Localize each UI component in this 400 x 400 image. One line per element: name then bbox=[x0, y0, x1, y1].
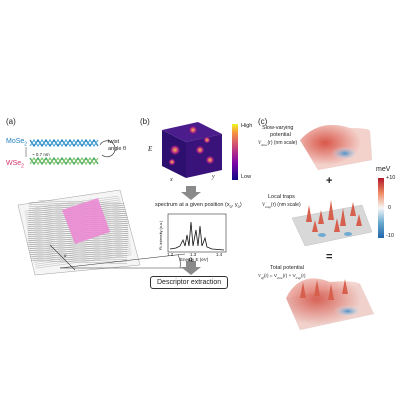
axis-y-label: y bbox=[212, 174, 215, 180]
moire-length-label: a bbox=[64, 254, 67, 259]
intensity-colorbar bbox=[232, 124, 238, 180]
spectrum-line bbox=[169, 221, 225, 251]
colorbar-high-label: High bbox=[241, 123, 253, 129]
data-cube bbox=[162, 122, 222, 178]
lattice-line bbox=[27, 258, 127, 262]
xtick-2: 1.4 bbox=[216, 252, 223, 257]
theta-arc bbox=[177, 254, 181, 269]
lattice-line bbox=[27, 248, 128, 252]
axis-e-label: E bbox=[148, 145, 153, 153]
spectrum-caption: spectrum at a given position (x0, y0) bbox=[155, 202, 242, 210]
moire-cell bbox=[62, 198, 110, 244]
down-arrow-icon bbox=[181, 261, 201, 275]
potential-colorbar bbox=[378, 178, 384, 238]
moire-lattice bbox=[17, 189, 141, 276]
down-arrow-icon bbox=[181, 186, 201, 200]
traps-title: Local traps bbox=[268, 194, 295, 200]
lattice-line bbox=[27, 246, 128, 250]
xtick-0: 1.2 bbox=[167, 252, 174, 257]
mose2-chain bbox=[29, 138, 99, 148]
layer-spacing-label: ~ 0.7 nm bbox=[32, 152, 50, 157]
lattice-line bbox=[24, 197, 124, 212]
lattice-line bbox=[24, 195, 124, 210]
slow-potential-surface bbox=[300, 124, 372, 170]
equals-sign: = bbox=[326, 251, 333, 263]
theta-line-2 bbox=[59, 253, 186, 269]
axis-x-label: x bbox=[170, 177, 173, 183]
spectrum-xlabel: Energy E (eV) bbox=[180, 257, 209, 262]
panel-a-letter: (a) bbox=[6, 117, 16, 126]
lattice-line bbox=[31, 248, 131, 263]
slow-title-2: potential bbox=[270, 132, 291, 138]
total-potential-surface bbox=[286, 278, 374, 330]
twist-label: twist bbox=[108, 139, 119, 145]
slow-formula: Vslow(r) (nm scale) bbox=[258, 140, 298, 147]
colorbar-tick-plus10: +10 bbox=[386, 175, 396, 181]
lattice-line bbox=[26, 260, 127, 264]
lattice-line bbox=[29, 200, 130, 204]
descriptor-extraction-button[interactable]: Descriptor extraction bbox=[150, 276, 229, 289]
lattice-line bbox=[27, 244, 128, 248]
spectrum-plot-frame bbox=[167, 213, 227, 253]
colorbar-tick-minus10: -10 bbox=[386, 233, 394, 239]
lattice-line bbox=[27, 252, 128, 256]
lattice-line bbox=[29, 202, 129, 206]
slow-title-1: Slow-varying bbox=[262, 125, 294, 131]
total-title: Total potential bbox=[270, 265, 304, 271]
wse2-label: WSe2 bbox=[6, 160, 24, 170]
panel-b-letter: (b) bbox=[140, 117, 150, 126]
total-formula: Veff(r) = Vslow(r) + Vtrap(r) bbox=[258, 273, 306, 280]
wse2-chain bbox=[29, 156, 99, 166]
colorbar-low-label: Low bbox=[241, 174, 252, 180]
moire-length-bar bbox=[49, 244, 76, 271]
lattice-line bbox=[32, 252, 132, 267]
lattice-line bbox=[27, 242, 128, 246]
traps-formula: Vtrap(r) (nm scale) bbox=[262, 202, 301, 209]
twist-angle-label: angle θ bbox=[108, 146, 127, 152]
lattice-line bbox=[32, 250, 132, 265]
traps-surface bbox=[291, 200, 373, 247]
mose2-label: MoSe2 bbox=[6, 138, 28, 148]
plus-sign: + bbox=[326, 175, 333, 187]
lattice-line bbox=[27, 250, 128, 254]
panel-c-letter: (c) bbox=[258, 117, 268, 126]
lattice-line bbox=[27, 256, 128, 260]
colorbar-unit-label: meV bbox=[376, 166, 391, 173]
colorbar-tick-0: 0 bbox=[388, 205, 392, 211]
xtick-1: 1.3 bbox=[190, 252, 197, 257]
lattice-line bbox=[32, 254, 132, 269]
lattice-line bbox=[27, 254, 128, 258]
twist-arrow-icon bbox=[99, 140, 116, 158]
